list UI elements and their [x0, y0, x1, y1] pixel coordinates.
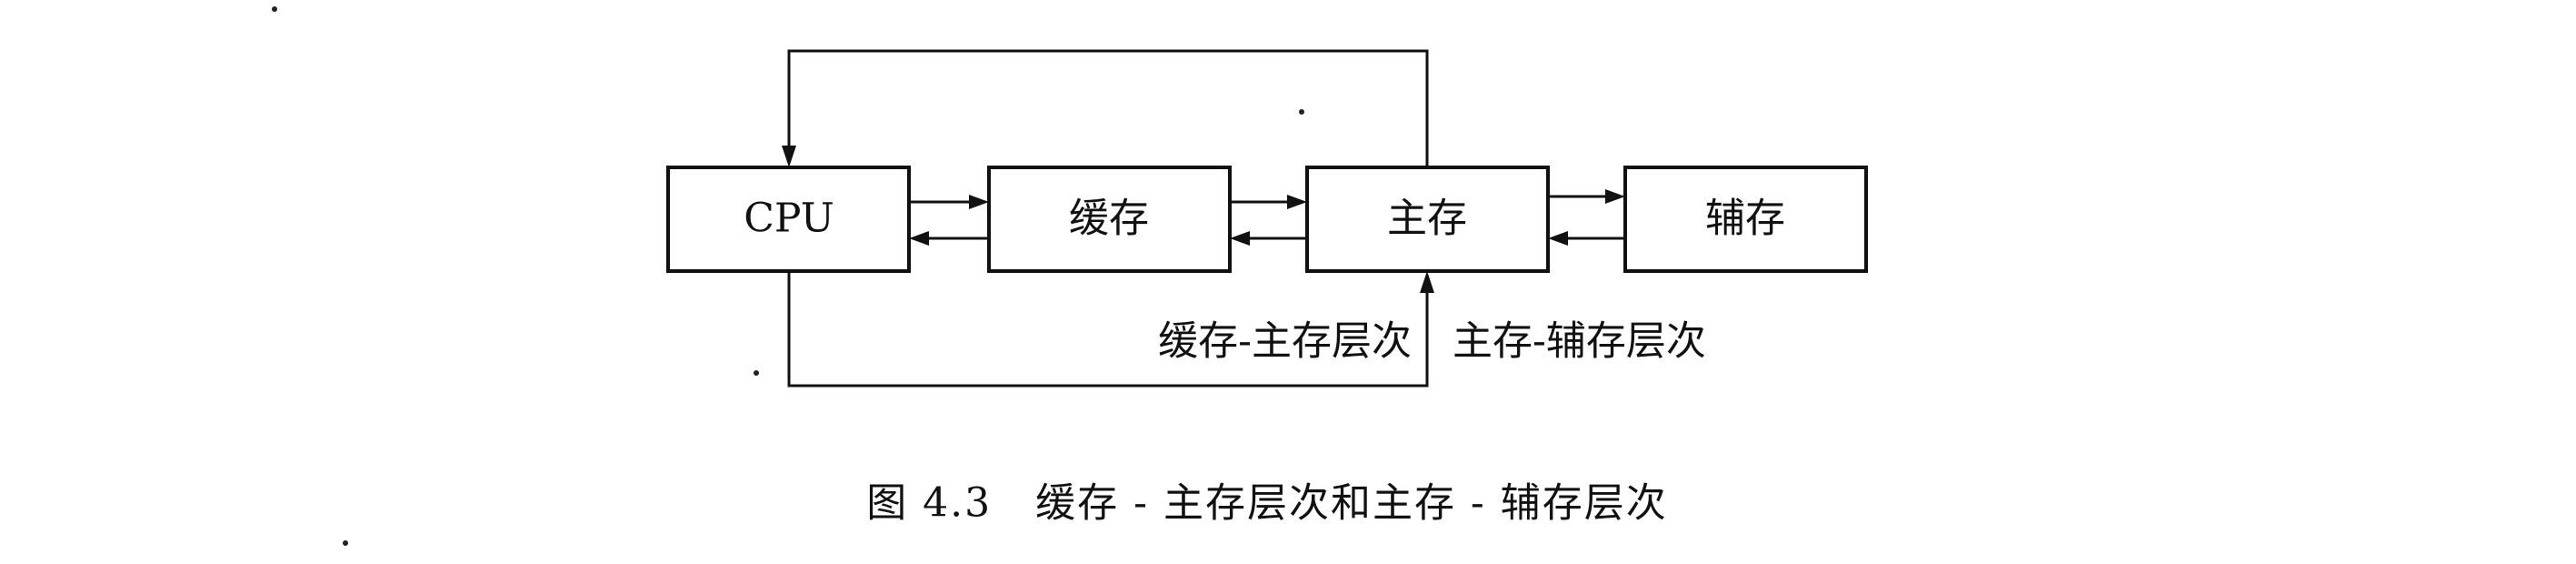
cache-to-main-arrowhead — [1287, 195, 1307, 209]
cpu-to-cache-arrowhead — [969, 195, 989, 209]
cpu-box — [666, 166, 911, 273]
cache-node: 缓存 — [987, 166, 1232, 273]
scan-speck — [272, 6, 277, 12]
scan-speck — [1299, 109, 1304, 115]
main-to-cpu-feedback — [782, 49, 1429, 167]
bottom-feedback-arrowhead — [1420, 271, 1434, 293]
cache-to-cpu-arrowhead — [909, 231, 929, 246]
bottom-feedback-line — [787, 271, 1429, 388]
cache-box — [987, 166, 1232, 273]
cache-main-connection — [1230, 195, 1307, 246]
top-feedback-arrowhead — [782, 146, 796, 167]
scan-speck — [754, 370, 759, 376]
main-to-cache-arrowhead — [1230, 231, 1250, 246]
cpu-label: CPU — [744, 196, 834, 242]
cache-label: 缓存 — [1069, 196, 1149, 242]
main-to-secondary-arrowhead — [1605, 189, 1625, 204]
secondary-to-main-arrowhead — [1548, 231, 1568, 246]
figure-caption: 图 4.3 缓存 - 主存层次和主存 - 辅存层次 — [866, 480, 1668, 527]
scan-speck — [343, 540, 348, 546]
cpu-cache-connection — [909, 195, 989, 246]
top-feedback-line — [787, 49, 1429, 167]
secondary-storage-box — [1623, 166, 1868, 273]
main-secondary-connection — [1548, 189, 1625, 246]
cpu-node: CPU — [666, 166, 911, 273]
cache-main-level-label: 缓存-主存层次 — [1158, 318, 1412, 365]
main-memory-label: 主存 — [1387, 196, 1467, 242]
secondary-storage-label: 辅存 — [1705, 196, 1785, 242]
main-secondary-level-label: 主存-辅存层次 — [1453, 318, 1706, 365]
secondary-storage-node: 辅存 — [1623, 166, 1868, 273]
main-memory-node: 主存 — [1305, 166, 1550, 273]
cpu-to-main-feedback — [787, 271, 1434, 388]
